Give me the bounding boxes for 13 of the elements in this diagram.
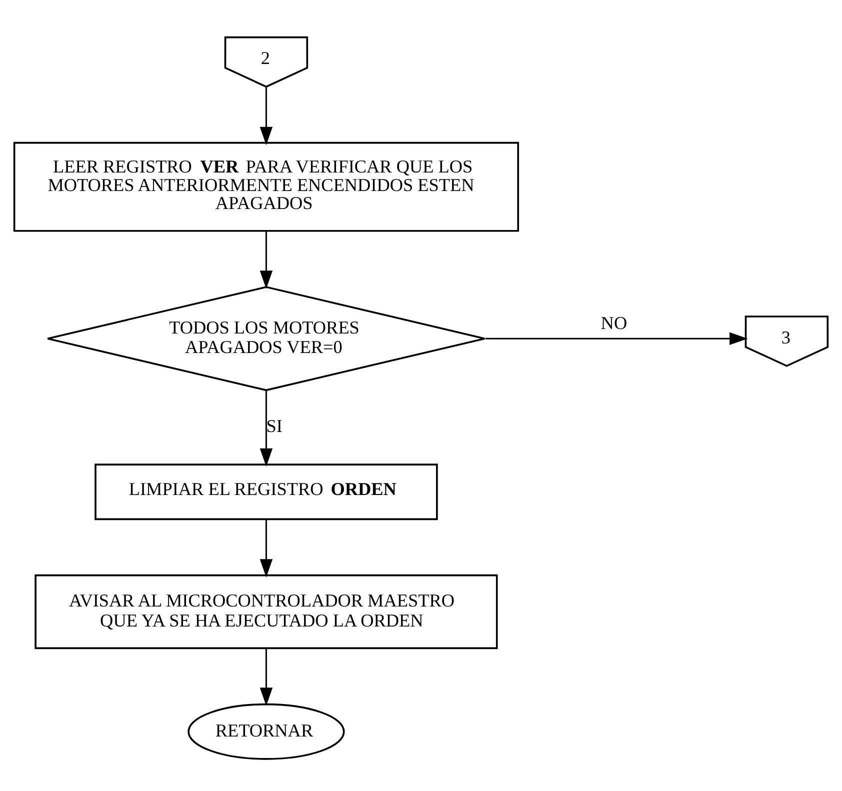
node-diamond: TODOS LOS MOTORES APAGADOS VER=0 bbox=[46, 286, 486, 392]
arrow bbox=[260, 390, 273, 467]
arrow bbox=[260, 648, 273, 706]
node-box: LIMPIAR EL REGISTRO ORDEN bbox=[94, 464, 438, 520]
arrow bbox=[260, 519, 273, 578]
node-box: LEER REGISTRO VER PARA VERIFICAR QUE LOS MOTORES ANTERIORMENTE ENCENDIDOS ESTEN APAGADOS bbox=[13, 142, 520, 232]
arrow bbox=[260, 230, 273, 289]
edge-label: SI bbox=[266, 416, 282, 436]
edge-label: NO bbox=[600, 312, 628, 333]
arrow bbox=[485, 332, 748, 345]
arrow bbox=[260, 87, 273, 146]
node-ellipse: RETORNAR bbox=[188, 703, 345, 760]
node-box: AVISAR AL MICROCONTROLADOR MAESTRO QUE YA SE HA EJECUTADO LA ORDEN bbox=[34, 574, 498, 650]
